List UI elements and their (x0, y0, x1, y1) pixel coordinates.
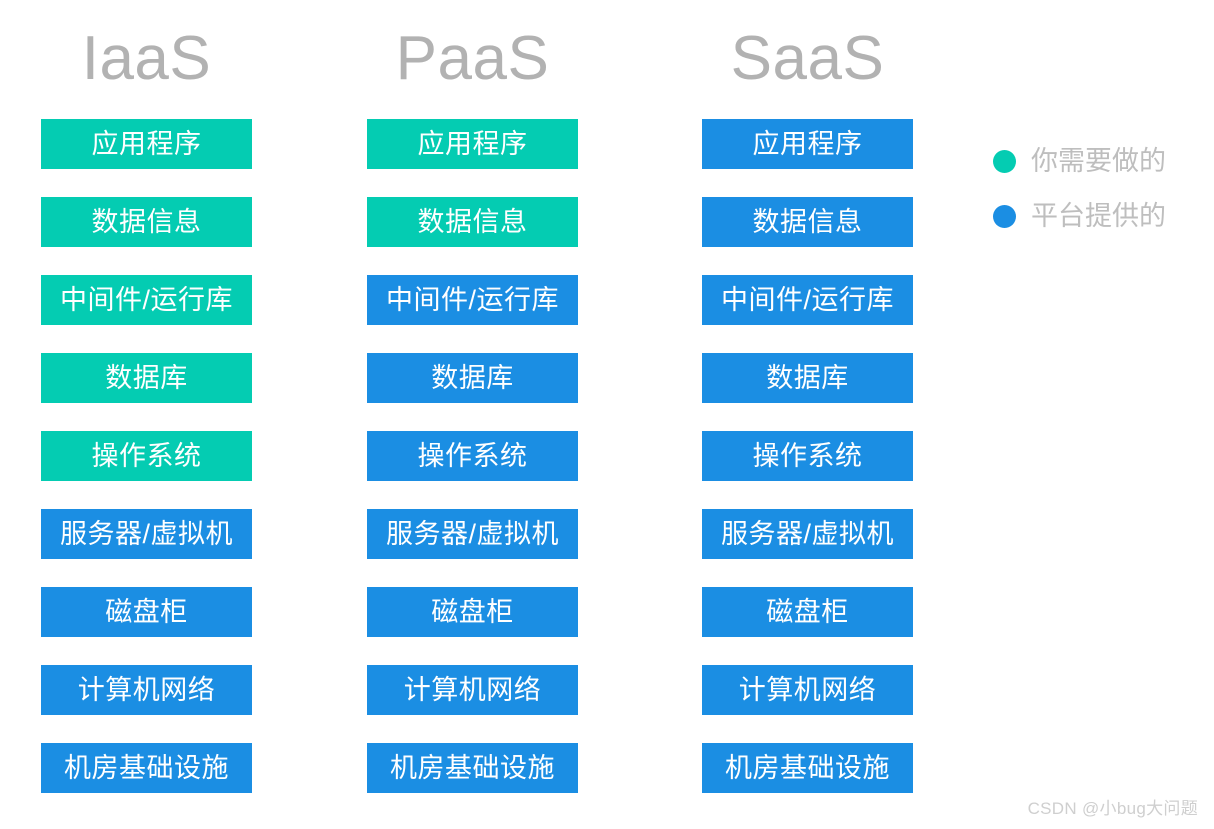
stack-saas: 应用程序数据信息中间件/运行库数据库操作系统服务器/虚拟机磁盘柜计算机网络机房基… (702, 119, 913, 793)
layer-box: 计算机网络 (702, 665, 913, 715)
layer-box: 计算机网络 (367, 665, 578, 715)
layer-box: 计算机网络 (41, 665, 252, 715)
stack-paas: 应用程序数据信息中间件/运行库数据库操作系统服务器/虚拟机磁盘柜计算机网络机房基… (367, 119, 578, 793)
column-title-saas: SaaS (730, 24, 885, 93)
legend-item-platform-provided: 平台提供的 (993, 200, 1166, 232)
column-title-paas: PaaS (395, 24, 550, 93)
layer-box: 中间件/运行库 (367, 275, 578, 325)
stack-iaas: 应用程序数据信息中间件/运行库数据库操作系统服务器/虚拟机磁盘柜计算机网络机房基… (41, 119, 252, 793)
layer-box: 磁盘柜 (702, 587, 913, 637)
layer-box: 机房基础设施 (367, 743, 578, 793)
legend-item-label: 平台提供的 (1031, 200, 1166, 231)
layer-box: 中间件/运行库 (41, 275, 252, 325)
layer-box: 机房基础设施 (41, 743, 252, 793)
layer-box: 数据信息 (367, 197, 578, 247)
column-title-iaas: IaaS (81, 24, 212, 93)
layer-box: 应用程序 (702, 119, 913, 169)
layer-box: 服务器/虚拟机 (41, 509, 252, 559)
legend: 你需要做的 平台提供的 (993, 145, 1166, 232)
layer-box: 服务器/虚拟机 (702, 509, 913, 559)
layer-box: 磁盘柜 (41, 587, 252, 637)
layer-box: 应用程序 (367, 119, 578, 169)
layer-box: 中间件/运行库 (702, 275, 913, 325)
layer-box: 操作系统 (702, 431, 913, 481)
legend-item-customer-managed: 你需要做的 (993, 145, 1166, 177)
layer-box: 操作系统 (367, 431, 578, 481)
legend-item-label: 你需要做的 (1031, 145, 1166, 176)
layer-box: 服务器/虚拟机 (367, 509, 578, 559)
layer-box: 磁盘柜 (367, 587, 578, 637)
circle-icon (993, 204, 1016, 228)
layer-box: 数据信息 (702, 197, 913, 247)
layer-box: 数据信息 (41, 197, 252, 247)
layer-box: 应用程序 (41, 119, 252, 169)
layer-box: 数据库 (367, 353, 578, 403)
circle-icon (993, 149, 1016, 173)
watermark: CSDN @小bug大问题 (1027, 799, 1198, 818)
layer-box: 数据库 (41, 353, 252, 403)
layer-box: 机房基础设施 (702, 743, 913, 793)
layer-box: 数据库 (702, 353, 913, 403)
layer-box: 操作系统 (41, 431, 252, 481)
